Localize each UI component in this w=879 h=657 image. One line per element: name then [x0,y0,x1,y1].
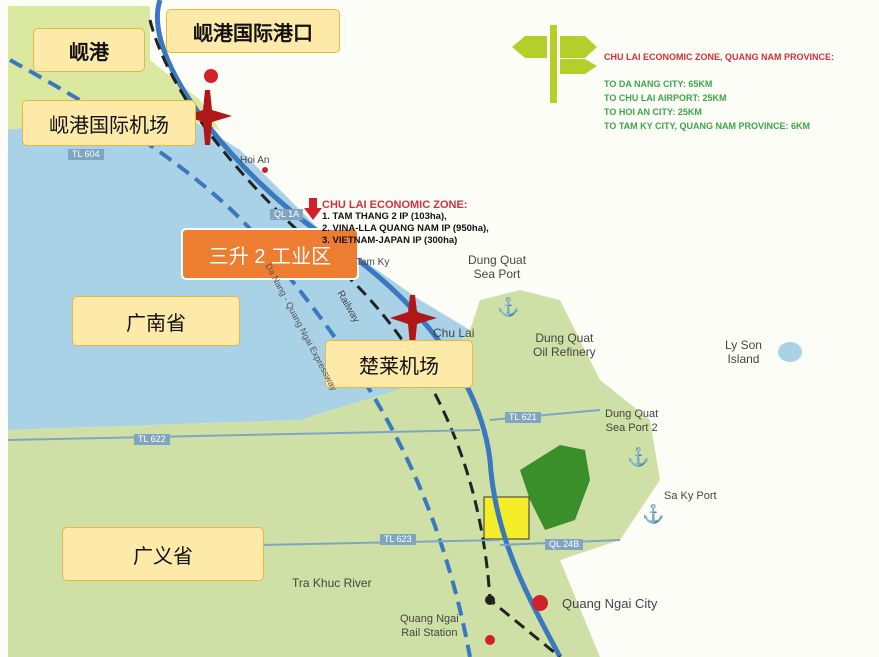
city-marker [532,595,548,611]
airplane-icon [390,295,437,345]
label-tam-ky: Tam Ky [356,257,390,268]
economic-zone-item: 2. VINA-LLA QUANG NAM IP (950ha), [322,223,489,234]
station-marker [485,595,495,605]
info-title: CHU LAI ECONOMIC ZONE, QUANG NAM PROVINC… [604,52,835,62]
road-ql24b: QL 24B [545,539,584,550]
label-quang-ngai-city: Quang Ngai City [562,596,658,611]
info-line: TO DA NANG CITY: 65KM [604,79,713,89]
anchor-icon: ⚓ [627,446,649,467]
road-tl622: TL 622 [134,434,170,445]
label-dung-quat-port: Dung Quat Sea Port [468,253,527,281]
road-tl623: TL 623 [380,534,416,545]
economic-zone-item: 3. VIETNAM-JAPAN IP (300ha) [322,235,458,246]
callout-tam-thang-ip: 三升 2 工业区 [181,228,359,280]
label-chu-lai: Chu Lai [433,326,475,340]
callout-da-nang: 岘港 [33,28,145,72]
callout-da-nang-airport: 岘港国际机场 [22,100,196,146]
callout-quang-ngai: 广义省 [62,527,264,581]
signpost-icon [512,25,597,103]
info-line: TO HOI AN CITY: 25KM [604,107,702,117]
industrial-forest [520,445,590,530]
label-ly-son: Ly Son Island [725,338,762,366]
callout-quang-nam: 广南省 [72,296,240,346]
anchor-icon: ⚓ [497,296,519,317]
sea [8,0,879,320]
info-line: TO TAM KY CITY, QUANG NAM PROVINCE: 6KM [604,121,811,131]
label-sa-ky: Sa Ky Port [664,490,717,502]
label-rail-station: Quang Ngai Rail Station [400,613,459,639]
label-hoi-an: Hoi An [240,155,270,166]
label-port-2: Dung Quat Sea Port 2 [605,408,659,434]
label-refinery: Dung Quat Oil Refinery [533,331,596,359]
economic-zone-title: CHU LAI ECONOMIC ZONE: [322,199,468,211]
port-marker [204,69,218,83]
airplane-icon [185,90,232,145]
economic-zone-item: 1. TAM THANG 2 IP (103ha), [322,211,447,222]
road-tl621: TL 621 [505,412,541,423]
hoi-an-marker [262,167,268,173]
station-marker-2 [485,635,495,645]
road-ql1a: QL 1A [270,209,304,220]
tl622-road [7,429,481,441]
callout-chu-lai-airport: 楚莱机场 [325,340,473,388]
info-line: TO CHU LAI AIRPORT: 25KM [604,93,727,103]
ly-son-island [778,342,802,362]
road-tl604: TL 604 [68,149,104,160]
down-arrow-icon [304,198,322,220]
industrial-park [483,496,530,540]
economic-zone-info: CHU LAI ECONOMIC ZONE: 1. TAM THANG 2 IP… [322,199,489,247]
callout-da-nang-port: 岘港国际港口 [166,9,340,53]
label-tra-khuc: Tra Khuc River [292,576,372,590]
anchor-icon: ⚓ [642,503,664,524]
